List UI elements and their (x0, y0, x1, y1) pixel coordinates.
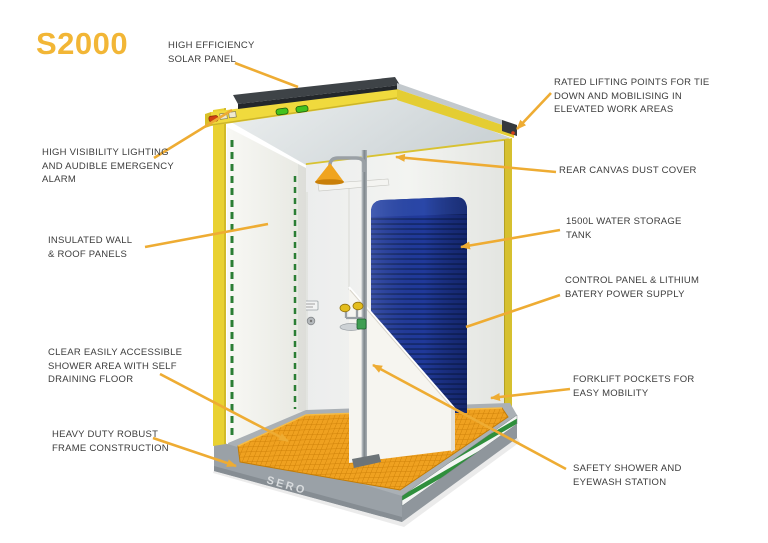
left-wall-panel (227, 127, 306, 443)
safety-shower-assembly (315, 150, 390, 468)
green-status-light (295, 105, 309, 113)
callout-line-high-visibility (153, 108, 233, 160)
callout-line-control-panel (465, 293, 561, 329)
callout-control-panel: CONTROL PANEL & LITHIUM BATERY POWER SUP… (565, 275, 700, 300)
callout-water-tank: 1500L WATER STORAGE TANK (566, 216, 682, 241)
hazard-stripe-band (401, 414, 518, 507)
rear-top-beam (305, 138, 510, 167)
callout-dust-cover: REAR CANVAS DUST COVER (559, 165, 697, 176)
corner-shade (298, 164, 306, 413)
solar-panel-edge (238, 85, 400, 109)
callout-solar-panel: HIGH EFFICIENCY SOLAR PANEL (168, 40, 255, 65)
callout-line-lifting-points (516, 92, 552, 130)
callout-line-frame (152, 436, 237, 468)
callout-forklift: FORKLIFT POCKETS FOR EASY MOBILITY (573, 374, 695, 399)
callout-line-solar-panel (234, 61, 299, 89)
pole-footplate (352, 454, 381, 468)
callout-insulated: INSULATED WALL & ROOF PANELS (48, 235, 133, 260)
left-frame-post (213, 108, 226, 446)
shower-pipe (328, 156, 366, 172)
callout-line-water-tank (460, 228, 561, 250)
callout-lines (144, 61, 571, 471)
right-roof-beam (397, 89, 514, 138)
callout-line-dust-cover (395, 153, 557, 174)
eyewash-station (339, 301, 367, 331)
right-frame-post (504, 138, 512, 421)
beam-sticker (228, 111, 237, 119)
callout-line-forklift (490, 387, 571, 401)
callout-lifting-points: RATED LIFTING POINTS FOR TIE DOWN AND MO… (554, 77, 710, 115)
callout-shower-area: CLEAR EASILY ACCESSIBLE SHOWER AREA WITH… (48, 347, 183, 385)
shower-head (315, 163, 344, 182)
solar-panel (233, 77, 400, 104)
ground-shadow (213, 436, 520, 527)
callout-line-insulated (144, 222, 269, 249)
corner-light (511, 131, 515, 135)
callout-line-shower-area (159, 372, 289, 443)
roof-top-sliver (397, 83, 514, 129)
page-title: S2000 (36, 26, 129, 61)
green-status-light (275, 107, 289, 116)
callout-frame: HEAVY DUTY ROBUST FRAME CONSTRUCTION (52, 429, 169, 454)
shower-riser-pole (361, 150, 367, 462)
top-frame (205, 77, 517, 446)
shower-head-rim (315, 179, 344, 185)
base-front-shade (214, 466, 402, 522)
wall-control-box (303, 300, 319, 326)
callout-safety-shower: SAFETY SHOWER AND EYEWASH STATION (573, 463, 682, 488)
callout-high-visibility: HIGH VISIBILITY LIGHTING AND AUDIBLE EME… (42, 147, 174, 185)
callout-line-safety-shower (372, 363, 567, 471)
